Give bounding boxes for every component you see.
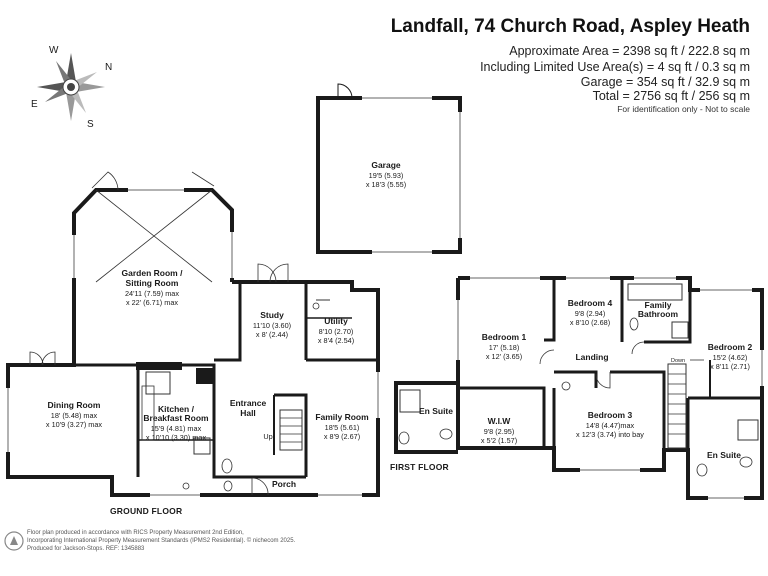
svg-text:Bathroom: Bathroom [638, 309, 679, 319]
svg-text:Dining Room: Dining Room [48, 400, 101, 410]
svg-text:Sitting Room: Sitting Room [126, 278, 179, 288]
ground-floor-windows [5, 187, 381, 498]
svg-text:11'10 (3.60): 11'10 (3.60) [253, 321, 291, 330]
svg-text:W.I.W: W.I.W [488, 416, 512, 426]
footer-line-3: Produced for Jackson-Stops. REF: 1345883 [27, 546, 145, 552]
bedroom-1-label: Bedroom 1 17' (5.18) x 12' (3.65) [482, 332, 527, 361]
svg-text:x 8'11 (2.71): x 8'11 (2.71) [710, 362, 750, 371]
garage-label: Garage 19'5 (5.93) x 18'3 (5.55) [366, 160, 406, 189]
svg-text:x 18'3 (5.55): x 18'3 (5.55) [366, 180, 406, 189]
svg-text:Bedroom 2: Bedroom 2 [708, 342, 753, 352]
compass-rose-icon: W N E S [31, 45, 112, 130]
study-label: Study 11'10 (3.60) x 8' (2.44) [253, 310, 291, 339]
svg-text:Garage: Garage [371, 160, 401, 170]
garage-area: Garage = 354 sq ft / 32.9 sq m [580, 75, 750, 89]
garden-room-label: Garden Room / Sitting Room 24'11 (7.59) … [122, 268, 184, 307]
first-floor-fixtures [398, 283, 759, 477]
dining-room-label: Dining Room 18' (5.48) max x 10'9 (3.27)… [46, 400, 102, 429]
svg-text:15'2 (4.62): 15'2 (4.62) [713, 353, 748, 362]
svg-text:Bedroom 4: Bedroom 4 [568, 298, 613, 308]
svg-text:x 12' (3.65): x 12' (3.65) [486, 352, 522, 361]
svg-text:8'10 (2.70): 8'10 (2.70) [319, 327, 354, 336]
svg-text:Entrance: Entrance [230, 398, 267, 408]
svg-text:Hall: Hall [240, 408, 256, 418]
svg-text:Study: Study [260, 310, 284, 320]
svg-text:9'8 (2.95): 9'8 (2.95) [484, 427, 515, 436]
nichecom-logo-icon [4, 531, 24, 551]
first-floor-windows [455, 275, 765, 501]
svg-text:x 12'3 (3.74) into bay: x 12'3 (3.74) into bay [576, 430, 644, 439]
bedroom-4-label: Bedroom 4 9'8 (2.94) x 8'10 (2.68) [568, 298, 613, 327]
approximate-area: Approximate Area = 2398 sq ft / 222.8 sq… [509, 44, 750, 58]
kitchen-label: Kitchen / Breakfast Room 15'9 (4.81) max… [143, 404, 209, 442]
svg-text:17' (5.18): 17' (5.18) [489, 343, 520, 352]
limited-use-area: Including Limited Use Area(s) = 4 sq ft … [480, 60, 750, 74]
chimney-breast [196, 368, 214, 384]
svg-text:Bedroom 1: Bedroom 1 [482, 332, 527, 342]
svg-text:Up: Up [263, 432, 272, 441]
svg-text:Breakfast Room: Breakfast Room [143, 413, 209, 423]
svg-text:18'5 (5.61): 18'5 (5.61) [325, 423, 360, 432]
wiw-label: W.I.W 9'8 (2.95) x 5'2 (1.57) [481, 416, 517, 445]
property-title: Landfall, 74 Church Road, Aspley Heath [390, 16, 750, 37]
entrance-hall-label: Entrance Hall Up [230, 398, 273, 441]
svg-text:Garden Room /: Garden Room / [122, 268, 184, 278]
svg-text:Kitchen /: Kitchen / [158, 404, 195, 414]
family-bathroom-label: Family Bathroom [638, 300, 679, 319]
footer-line-2: Incorporating International Property Mea… [27, 538, 296, 544]
svg-text:x 8'4 (2.54): x 8'4 (2.54) [318, 336, 354, 345]
svg-text:x 10'9 (3.27) max: x 10'9 (3.27) max [46, 420, 102, 429]
stairs-down-label: Down [671, 358, 685, 364]
kitchen-range [136, 362, 182, 370]
garage-outline [316, 83, 463, 255]
svg-text:x 22' (6.71) max: x 22' (6.71) max [126, 298, 178, 307]
svg-text:Family Room: Family Room [315, 412, 369, 422]
svg-text:9'8 (2.94): 9'8 (2.94) [575, 309, 606, 318]
svg-text:24'11 (7.59) max: 24'11 (7.59) max [125, 289, 179, 298]
svg-text:19'5 (5.93): 19'5 (5.93) [369, 171, 404, 180]
bedroom-2-label: Bedroom 2 15'2 (4.62) x 8'11 (2.71) [708, 342, 753, 371]
ground-floor-label: GROUND FLOOR [110, 506, 182, 516]
family-room-label: Family Room 18'5 (5.61) x 8'9 (2.67) [315, 412, 369, 441]
footer-line-1: Floor plan produced in accordance with R… [27, 530, 244, 536]
svg-text:14'8 (4.47)max: 14'8 (4.47)max [586, 421, 635, 430]
compass-n: N [105, 62, 112, 73]
svg-text:18' (5.48) max: 18' (5.48) max [51, 411, 98, 420]
compass-e: E [31, 99, 38, 110]
bedroom-3-label: Bedroom 3 14'8 (4.47)max x 12'3 (3.74) i… [576, 410, 644, 439]
svg-text:x 10'10 (3.30) max: x 10'10 (3.30) max [146, 433, 207, 442]
ground-floor-fixtures [29, 171, 330, 496]
compass-s: S [87, 119, 94, 130]
svg-text:Family: Family [645, 300, 672, 310]
landing-label: Landing [575, 352, 608, 362]
svg-text:x 8' (2.44): x 8' (2.44) [256, 330, 288, 339]
disclaimer-note: For identification only - Not to scale [617, 104, 750, 114]
porch-label: Porch [272, 479, 296, 489]
svg-text:x 8'10 (2.68): x 8'10 (2.68) [570, 318, 610, 327]
en-suite-1-label: En Suite [419, 406, 453, 416]
svg-text:Utility: Utility [324, 316, 348, 326]
svg-text:x 5'2 (1.57): x 5'2 (1.57) [481, 436, 517, 445]
svg-text:Bedroom 3: Bedroom 3 [588, 410, 633, 420]
svg-text:15'9 (4.81) max: 15'9 (4.81) max [151, 424, 202, 433]
utility-label: Utility 8'10 (2.70) x 8'4 (2.54) [318, 316, 354, 345]
svg-text:x 8'9 (2.67): x 8'9 (2.67) [324, 432, 360, 441]
total-area: Total = 2756 sq ft / 256 sq m [592, 89, 750, 103]
first-floor-label: FIRST FLOOR [390, 462, 449, 472]
en-suite-2-label: En Suite [707, 450, 741, 460]
compass-w: W [49, 45, 59, 56]
